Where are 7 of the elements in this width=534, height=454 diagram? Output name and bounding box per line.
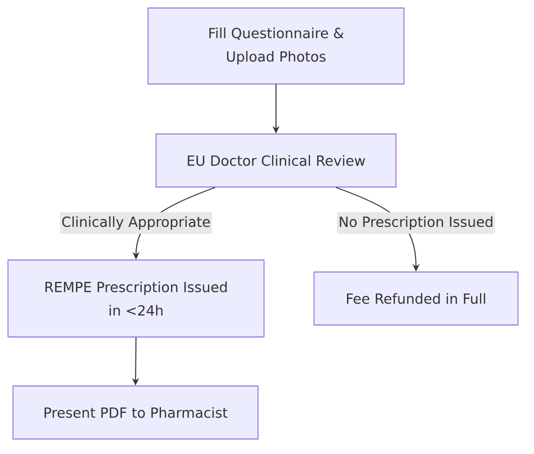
edge-label: No Prescription Issued <box>336 212 496 234</box>
process-box: EU Doctor Clinical Review <box>156 134 396 188</box>
process-box: Fill Questionnaire & Upload Photos <box>148 8 404 84</box>
process-box: REMPE Prescription Issued in <24h <box>8 260 264 338</box>
process-box: Present PDF to Pharmacist <box>12 386 258 440</box>
process-box: Fee Refunded in Full <box>314 272 518 326</box>
edge-label: Clinically Appropriate <box>60 212 212 234</box>
